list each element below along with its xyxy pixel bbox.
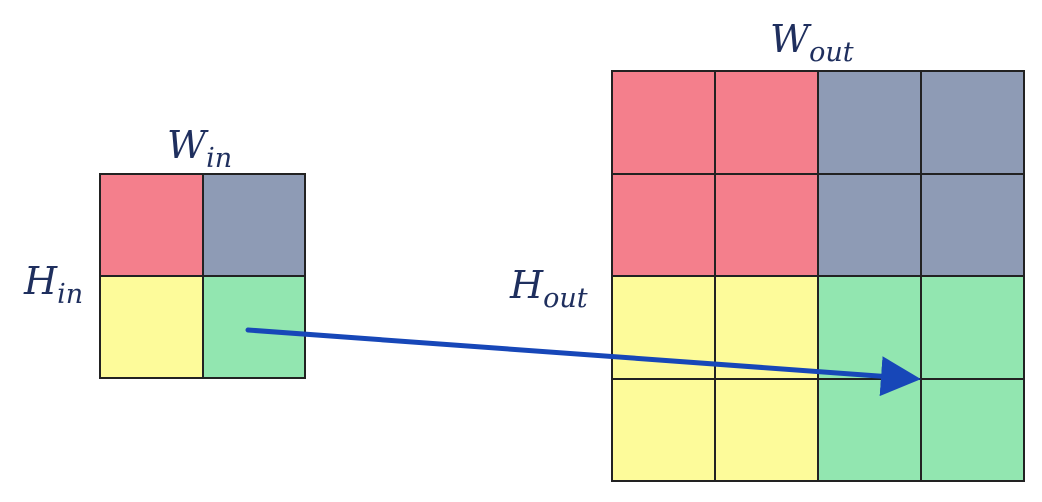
output-cell-red [716,72,817,173]
output-cell-green [922,277,1023,378]
input-cell-yellow [101,277,202,377]
output-cell-yellow [613,277,714,378]
input-height-label-base: H [24,259,58,303]
output-cell-slate [922,72,1023,173]
input-grid [99,173,306,379]
output-grid [611,70,1025,482]
output-cell-slate [819,174,920,275]
output-width-label-base: W [770,17,810,61]
input-height-label-sub: in [57,279,84,310]
output-height-label-base: H [510,263,544,307]
output-cell-green [819,379,920,480]
input-width-label-sub: in [206,143,233,174]
input-cell-green [203,277,304,377]
input-cell-red [101,175,202,275]
output-height-label: Hout [510,263,588,312]
output-cell-yellow [716,379,817,480]
output-cell-red [613,72,714,173]
input-height-label: Hin [24,259,83,308]
output-cell-red [716,174,817,275]
input-cell-slate [203,175,304,275]
output-cell-red [613,174,714,275]
output-width-label-sub: out [809,37,854,68]
input-width-label-base: W [167,123,207,167]
output-width-label: Wout [770,17,854,66]
output-cell-yellow [613,379,714,480]
output-cell-green [922,379,1023,480]
output-cell-slate [922,174,1023,275]
output-cell-slate [819,72,920,173]
output-cell-yellow [716,277,817,378]
output-height-label-sub: out [543,283,588,314]
output-cell-green [819,277,920,378]
input-width-label: Win [167,123,232,172]
